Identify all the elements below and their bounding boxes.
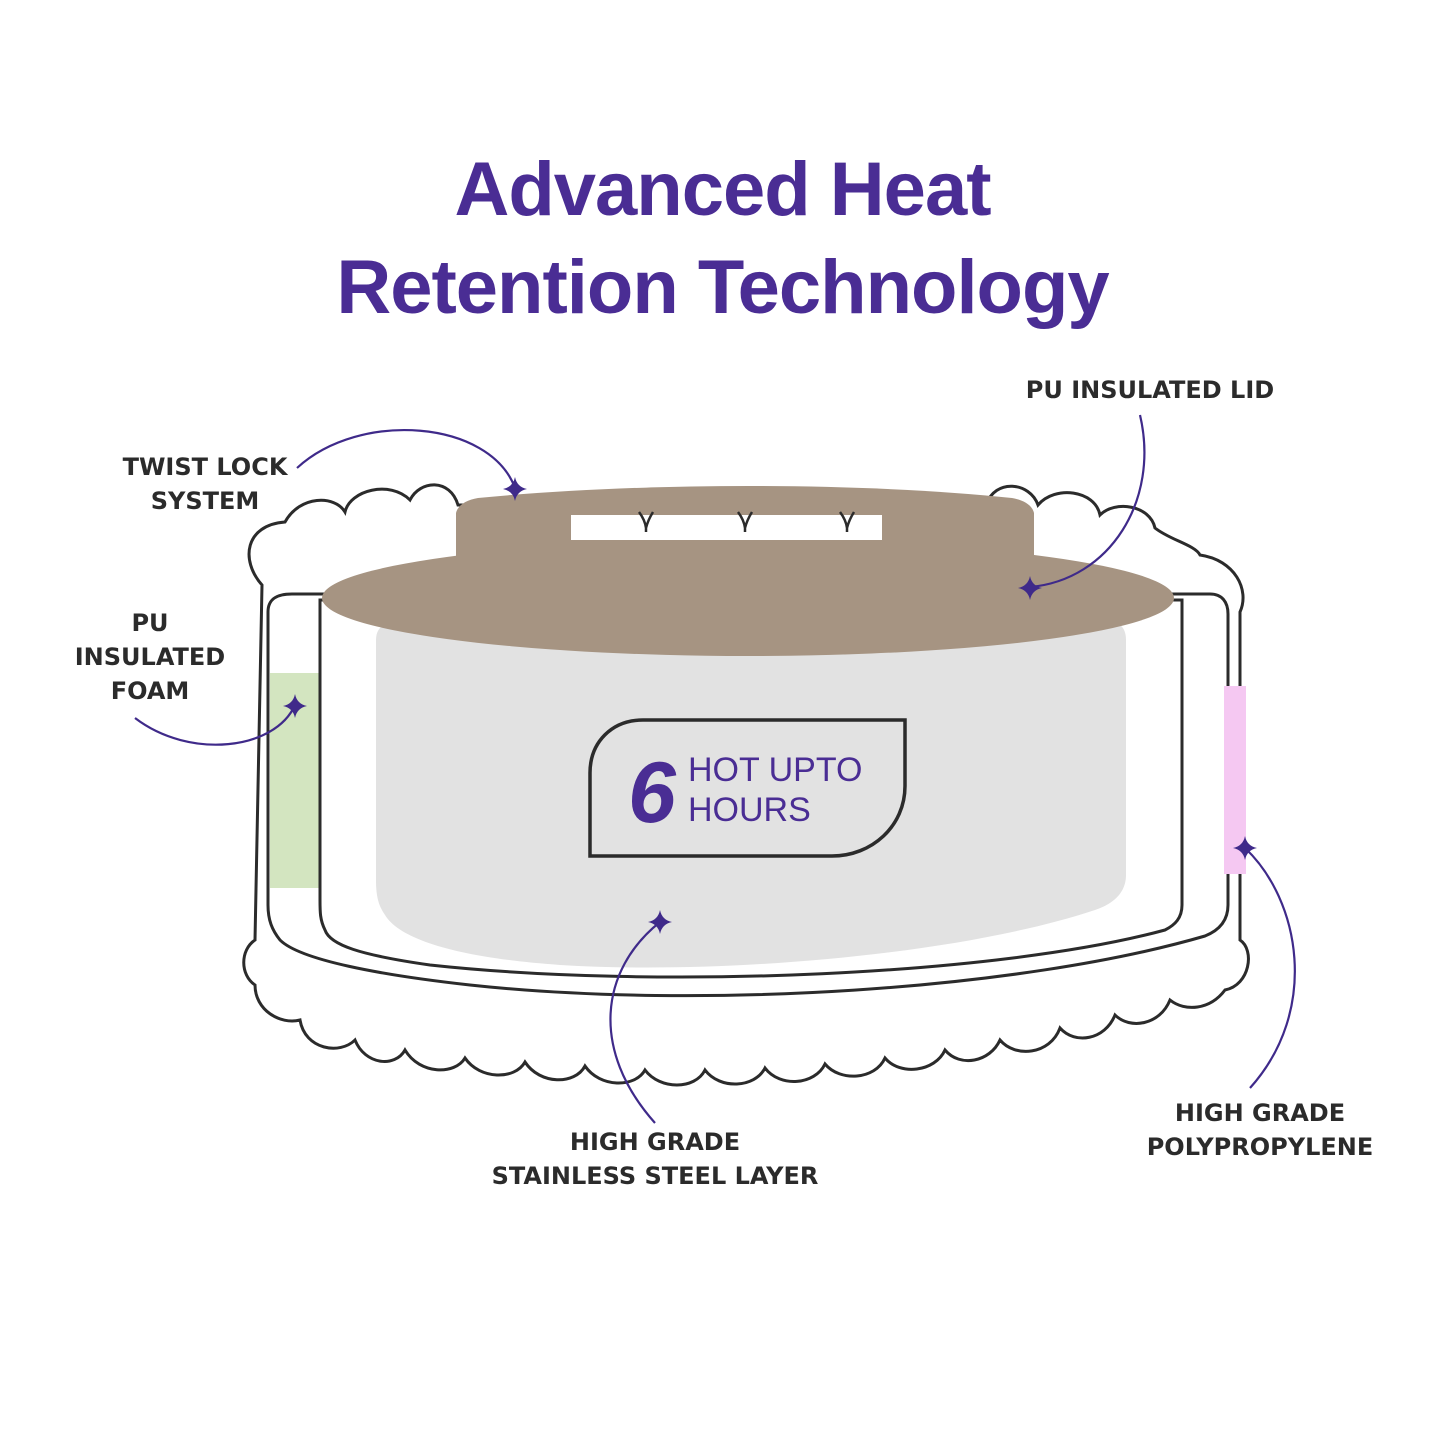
- leader-polypropylene: [1244, 847, 1296, 1089]
- sparkle-icon: [283, 694, 307, 718]
- polypropylene-band: [1224, 686, 1246, 874]
- handle-cutout: [571, 515, 882, 540]
- title-line-2: Retention Technology: [336, 245, 1109, 330]
- sparkle-icon: [1233, 836, 1257, 860]
- badge-number: 6: [628, 745, 676, 841]
- badge-line-1: HOT UPTO: [688, 751, 863, 789]
- sparkle-icon: [648, 910, 672, 934]
- label-polypropylene: HIGH GRADE POLYPROPYLENE: [1146, 1099, 1374, 1161]
- label-pu-lid: PU INSULATED LID: [1025, 376, 1275, 404]
- twist-lock-tooth-icon: [838, 511, 856, 532]
- pu-insulated-lid: [322, 540, 1174, 656]
- hot-hours-badge: [588, 718, 907, 858]
- leader-pu-foam: [134, 704, 297, 746]
- badge-line-2: HOURS: [688, 791, 811, 829]
- leader-steel: [609, 921, 661, 1124]
- twist-lock-tooth-icon: [736, 511, 754, 532]
- sparkle-icon: [503, 477, 527, 501]
- leader-twist-lock: [296, 429, 517, 489]
- sparkle-icon: [1018, 576, 1042, 600]
- label-pu-foam: PU INSULATED FOAM: [74, 609, 226, 705]
- label-stainless-steel: HIGH GRADE STAINLESS STEEL LAYER: [491, 1128, 819, 1190]
- twist-lock-tooth-icon: [637, 511, 655, 532]
- title-line-1: Advanced Heat: [454, 147, 991, 232]
- leader-pu-lid: [1029, 414, 1146, 589]
- label-twist-lock: TWIST LOCK SYSTEM: [122, 453, 288, 515]
